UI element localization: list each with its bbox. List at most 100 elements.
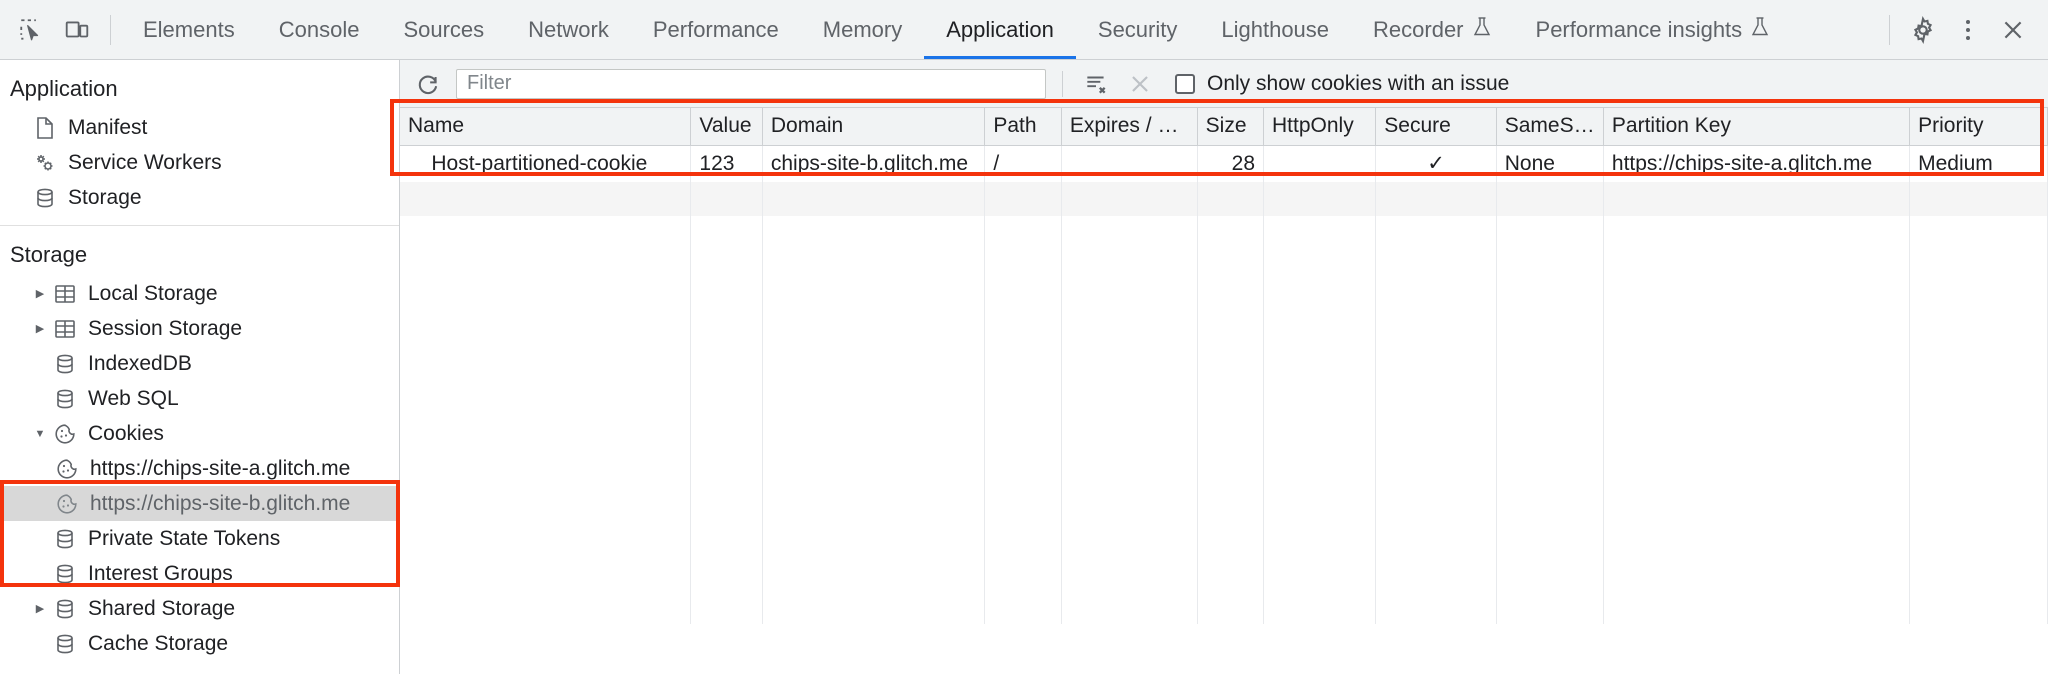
tab-lighthouse[interactable]: Lighthouse: [1199, 0, 1351, 59]
column-header-domain[interactable]: Domain: [762, 108, 986, 146]
table-filler-row: [400, 590, 2048, 624]
tab-label: Application: [946, 16, 1054, 42]
database-icon: [30, 186, 60, 210]
database-icon: [50, 562, 80, 586]
cell-partition-key: https://chips-site-a.glitch.me: [1603, 145, 1911, 182]
clear-all-cookies-icon[interactable]: [1079, 67, 1113, 101]
sidebar-item-cookies-chips-site-b[interactable]: https://chips-site-b.glitch.me: [0, 486, 399, 521]
filter-placeholder-text: Filter: [467, 72, 512, 94]
tab-security[interactable]: Security: [1076, 0, 1199, 59]
column-header-partition-key[interactable]: Partition Key: [1603, 108, 1911, 146]
database-icon: [50, 527, 80, 551]
table-empty-row: [400, 182, 2048, 216]
cookies-table-wrap: Name Value Domain Path Expires / M... Si…: [400, 108, 2048, 674]
sidebar-item-label: Local Storage: [88, 281, 218, 305]
sidebar-item-private-state-tokens[interactable]: Private State Tokens: [0, 521, 399, 556]
column-header-path[interactable]: Path: [984, 108, 1062, 146]
search-input[interactable]: Filter: [456, 68, 1046, 99]
devtools-body: Application Manifest Service Workers: [0, 60, 2048, 674]
tab-sources[interactable]: Sources: [381, 0, 506, 59]
table-filler-row: [400, 216, 2048, 250]
cell-secure: ✓: [1375, 145, 1497, 182]
table-icon: [50, 318, 80, 340]
cell-domain: chips-site-b.glitch.me: [762, 145, 986, 182]
tab-performance[interactable]: Performance: [631, 0, 801, 59]
tab-memory[interactable]: Memory: [801, 0, 924, 59]
sidebar-item-label: Interest Groups: [88, 561, 233, 585]
table-filler-row: [400, 488, 2048, 522]
tab-label: Memory: [822, 16, 903, 42]
sidebar-item-label: Manifest: [68, 115, 148, 139]
table-header-row: Name Value Domain Path Expires / M... Si…: [400, 108, 2048, 146]
cell-priority: Medium: [1909, 145, 2048, 182]
cell-samesite: None: [1496, 145, 1604, 182]
experiment-flask-icon: [1750, 16, 1770, 44]
gear-icon[interactable]: [1900, 7, 1946, 53]
sidebar-item-cookies-chips-site-a[interactable]: https://chips-site-a.glitch.me: [0, 451, 399, 486]
column-header-secure[interactable]: Secure: [1375, 108, 1497, 146]
table-filler-row: [400, 352, 2048, 386]
sidebar-item-label: Session Storage: [88, 316, 243, 340]
tab-elements[interactable]: Elements: [121, 0, 257, 59]
tab-label: Recorder: [1373, 16, 1464, 42]
tab-label: Performance: [652, 16, 779, 42]
refresh-icon[interactable]: [410, 66, 446, 102]
cell-size: 28: [1197, 145, 1265, 182]
sidebar-item-service-workers[interactable]: Service Workers: [0, 145, 399, 180]
column-header-size[interactable]: Size: [1197, 108, 1265, 146]
sidebar-item-label: Cookies: [88, 421, 164, 445]
toolbar-right-tools: [1879, 7, 2036, 53]
chevron-right-icon[interactable]: ▶: [35, 288, 45, 300]
sidebar-item-local-storage[interactable]: ▶ Local Storage: [0, 276, 399, 311]
close-icon[interactable]: [1990, 7, 2036, 53]
chevron-right-icon[interactable]: ▶: [35, 603, 45, 615]
chevron-down-icon[interactable]: ▼: [34, 427, 46, 440]
table-filler-row: [400, 318, 2048, 352]
sidebar-divider: [0, 225, 399, 226]
experiment-flask-icon: [1472, 16, 1492, 44]
tab-recorder[interactable]: Recorder: [1351, 0, 1513, 59]
kebab-menu-icon[interactable]: [1946, 7, 1990, 53]
sidebar-item-storage[interactable]: Storage: [0, 180, 399, 215]
device-toolbar-icon[interactable]: [54, 7, 100, 53]
cookies-table: Name Value Domain Path Expires / M... Si…: [400, 108, 2048, 624]
table-filler-row: [400, 454, 2048, 488]
table-row[interactable]: __Host-partitioned-cookie 123 chips-site…: [400, 145, 2048, 182]
only-show-issues-label: Only show cookies with an issue: [1207, 71, 1510, 95]
column-header-samesite[interactable]: SameSite: [1496, 108, 1604, 146]
tab-network[interactable]: Network: [506, 0, 631, 59]
sidebar-item-cache-storage[interactable]: Cache Storage: [0, 626, 399, 661]
cell-value: 123: [690, 145, 763, 182]
chevron-right-icon[interactable]: ▶: [35, 323, 45, 335]
cookie-icon: [50, 422, 80, 446]
column-header-priority[interactable]: Priority: [1909, 108, 2048, 146]
sidebar-item-manifest[interactable]: Manifest: [0, 110, 399, 145]
only-show-issues-checkbox-wrap[interactable]: Only show cookies with an issue: [1175, 72, 1509, 96]
sidebar-item-label: Web SQL: [88, 386, 179, 410]
devtools-tabbar: Elements Console Sources Network Perform…: [0, 0, 2048, 60]
column-header-httponly[interactable]: HttpOnly: [1263, 108, 1377, 146]
column-header-name[interactable]: Name: [400, 108, 692, 146]
sidebar-item-shared-storage[interactable]: ▶ Shared Storage: [0, 591, 399, 626]
sidebar-item-session-storage[interactable]: ▶ Session Storage: [0, 311, 399, 346]
column-header-expires[interactable]: Expires / M...: [1061, 108, 1198, 146]
table-icon: [50, 283, 80, 305]
tab-console[interactable]: Console: [257, 0, 382, 59]
tab-performance-insights[interactable]: Performance insights: [1514, 0, 1793, 59]
sidebar-item-cookies[interactable]: ▼ Cookies: [0, 416, 399, 451]
table-filler-row: [400, 420, 2048, 454]
cookies-panel: Filter Only show cookies with an issue: [400, 60, 2048, 674]
column-header-value[interactable]: Value: [690, 108, 763, 146]
sidebar-item-indexeddb[interactable]: IndexedDB: [0, 346, 399, 381]
delete-icon[interactable]: [1123, 67, 1157, 101]
sidebar-section-storage-title: Storage: [10, 242, 88, 267]
tab-label: Security: [1097, 16, 1178, 42]
gears-icon: [30, 151, 60, 175]
sidebar-item-web-sql[interactable]: Web SQL: [0, 381, 399, 416]
only-show-issues-checkbox[interactable]: [1175, 73, 1195, 94]
tab-application[interactable]: Application: [924, 0, 1076, 59]
tab-label: Console: [278, 16, 360, 42]
sidebar-item-interest-groups[interactable]: Interest Groups: [0, 556, 399, 591]
sidebar-item-label: Storage: [68, 185, 142, 209]
inspect-element-icon[interactable]: [8, 7, 54, 53]
